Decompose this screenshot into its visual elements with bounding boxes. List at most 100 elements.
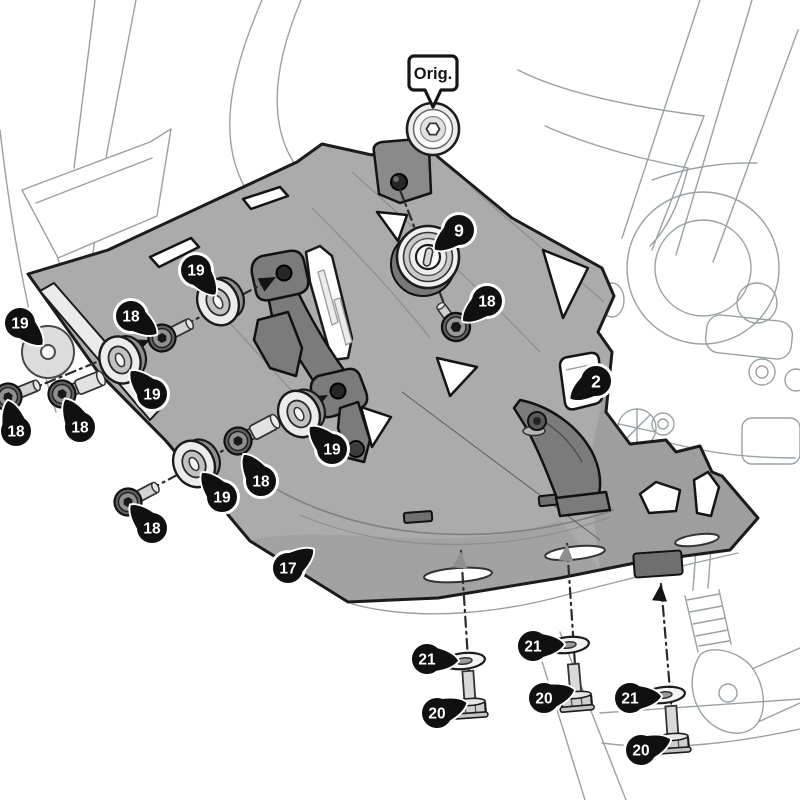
callout-17: 17 xyxy=(270,546,316,586)
engine-bolt xyxy=(755,365,769,379)
triangle-hole xyxy=(375,210,409,243)
water-pump-spokes xyxy=(618,408,656,448)
engine-line xyxy=(659,439,796,459)
direction-arrow-icon xyxy=(652,584,667,602)
callout-number: 9 xyxy=(454,221,464,241)
callout-18: 18 xyxy=(461,283,505,324)
callout-number: 20 xyxy=(428,706,445,723)
callout-tail-fill xyxy=(130,371,157,398)
callout-tail-fill xyxy=(434,225,462,251)
callout-circle xyxy=(314,431,350,467)
callout-19: 19 xyxy=(199,471,240,515)
callout-19: 19 xyxy=(128,369,170,412)
plate-shade-right xyxy=(588,352,758,569)
fender-panel xyxy=(21,128,172,259)
callout-tail-fill xyxy=(286,548,314,574)
oval-slot xyxy=(544,544,606,562)
bracket-lower-hole xyxy=(329,382,347,400)
top-mount-hole-glint xyxy=(393,176,399,182)
callout-9: 9 xyxy=(432,212,477,253)
bottom-mount-tab xyxy=(402,510,434,524)
callout-tail-fill xyxy=(643,735,671,759)
engine-detail xyxy=(741,417,800,465)
tank-bottom-line xyxy=(517,69,705,117)
callout-tail-fill xyxy=(130,505,157,532)
engine-cover-circle xyxy=(654,219,752,317)
linkage-arm xyxy=(753,647,800,723)
callout-number: 19 xyxy=(213,490,231,507)
callout-number: 18 xyxy=(252,474,270,491)
callout-18: 18 xyxy=(61,397,98,445)
callout-tail-fill xyxy=(309,426,336,453)
callout-tail-fill xyxy=(463,296,490,322)
bodywork-line xyxy=(544,125,689,247)
callout-number: 17 xyxy=(279,561,296,578)
callout-tail-fill xyxy=(63,399,88,427)
callout-tail-fill xyxy=(547,684,574,708)
callout-18: 18 xyxy=(240,453,279,499)
callout-tail-fill xyxy=(570,375,598,400)
front-tire-edge xyxy=(0,129,57,413)
callout-tail-fill xyxy=(636,685,661,710)
direction-arrow-icon xyxy=(452,551,468,569)
callout-tail-fill xyxy=(433,647,458,672)
engine-cover-circle xyxy=(626,191,780,345)
callout-20: 20 xyxy=(526,680,577,716)
direction-arrow-icon xyxy=(558,544,574,562)
pentagon-hole xyxy=(638,480,682,515)
callout-number: 18 xyxy=(143,521,161,538)
shock-spring-coils xyxy=(686,593,730,647)
plate-cutout-holes xyxy=(148,185,721,518)
callout-number: 18 xyxy=(478,294,496,311)
triangle-hole xyxy=(541,248,590,320)
engine-hex-bolt xyxy=(651,412,675,436)
engine-detail xyxy=(736,282,778,324)
callout-number: 21 xyxy=(524,639,542,656)
engine-detail xyxy=(704,314,794,360)
front-fork-lines xyxy=(73,0,96,169)
callout-number: 21 xyxy=(621,691,639,708)
suspension-linkage xyxy=(691,649,764,734)
callout-21: 21 xyxy=(515,628,567,664)
orig-washer-part xyxy=(405,101,461,157)
assembly-axis xyxy=(659,582,674,716)
callout-number: 20 xyxy=(535,691,552,708)
oval-slot xyxy=(423,566,493,584)
callout-number: 18 xyxy=(71,420,89,437)
callout-2: 2 xyxy=(568,363,614,402)
plate-fold-line xyxy=(257,477,615,536)
callout-number: 18 xyxy=(122,309,140,326)
callout-18: 18 xyxy=(0,398,34,449)
callout-number: 2 xyxy=(591,372,601,392)
blade-slot xyxy=(333,297,353,346)
bracket-tail-nut xyxy=(347,440,365,458)
top-mount-hole xyxy=(390,173,408,191)
callout-tail-fill xyxy=(2,401,26,428)
side-stand-lines xyxy=(535,631,627,800)
rear-bracket-foot xyxy=(554,490,612,518)
frame-tube xyxy=(621,0,799,263)
triangle-hole xyxy=(435,356,479,398)
callout-number: 19 xyxy=(323,442,341,459)
linkage-pivot xyxy=(718,683,738,703)
callout-tail-fill xyxy=(190,268,216,295)
orig-label-text: Orig. xyxy=(414,65,453,83)
callout-18: 18 xyxy=(113,298,159,337)
engine-bolt xyxy=(784,368,800,392)
rear-mount-bolt-socket xyxy=(533,417,541,425)
vent-slot xyxy=(241,185,290,211)
callout-number: 19 xyxy=(187,263,205,280)
bracket-prong xyxy=(252,310,304,378)
callout-number: 20 xyxy=(632,743,649,760)
direction-arrow-icon xyxy=(257,277,276,292)
orig-callout: Orig. xyxy=(407,54,459,109)
callout-20: 20 xyxy=(623,732,673,768)
callout-tail-fill xyxy=(439,698,467,723)
slot-hole xyxy=(692,470,721,518)
callout-19: 19 xyxy=(307,424,350,467)
assembly-axis xyxy=(565,542,578,682)
callout-tail-fill xyxy=(201,473,227,500)
